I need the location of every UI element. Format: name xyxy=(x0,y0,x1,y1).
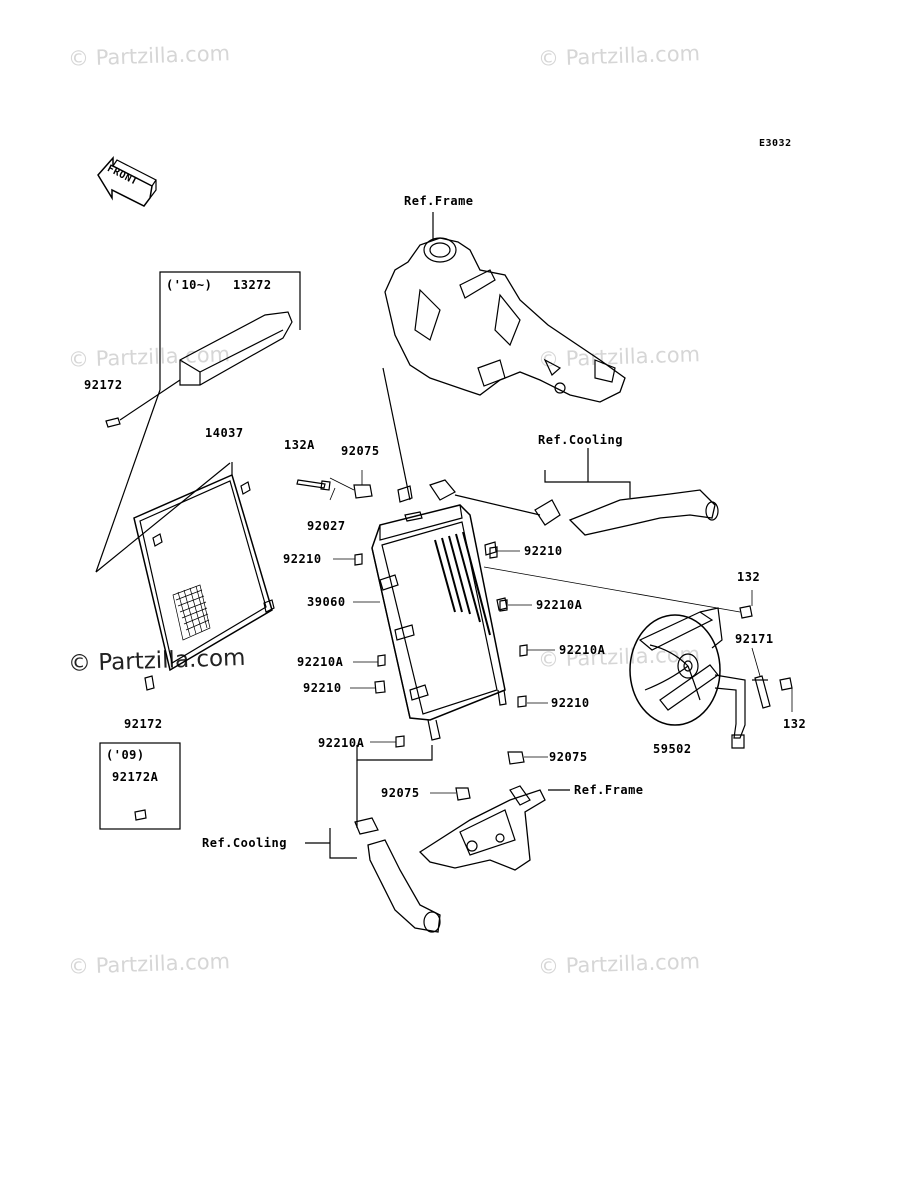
ref-frame-bottom: Ref.Frame xyxy=(574,783,644,797)
radiator-core xyxy=(371,479,508,741)
cooling-hose-bottom xyxy=(305,745,441,933)
radiator-screen xyxy=(95,389,275,691)
part-92210A-right1: 92210A xyxy=(536,598,583,612)
part-13272: 13272 xyxy=(233,278,272,292)
part-92210A-left2: 92210A xyxy=(318,736,365,750)
part-92075-right: 92075 xyxy=(549,750,588,764)
box-2009 xyxy=(99,742,181,830)
part-132-bottom: 132 xyxy=(783,717,807,731)
part-92075-top: 92075 xyxy=(341,444,380,458)
part-92171: 92171 xyxy=(735,632,774,646)
part-92210-right1: 92210 xyxy=(524,544,563,558)
part-39060: 39060 xyxy=(307,595,346,609)
ref-cooling-top: Ref.Cooling xyxy=(538,433,623,447)
frame-bottom xyxy=(418,785,570,871)
part-92210-right2: 92210 xyxy=(551,696,590,710)
fasteners xyxy=(296,479,793,801)
cooling-hose-top xyxy=(454,448,719,536)
bracket-box-2010 xyxy=(105,271,301,428)
part-132-top: 132 xyxy=(737,570,761,584)
fan-assembly xyxy=(629,607,771,749)
ref-cooling-bottom: Ref.Cooling xyxy=(202,836,287,850)
part-59502: 59502 xyxy=(653,742,692,756)
part-92172A: 92172A xyxy=(112,770,159,784)
ref-frame-top: Ref.Frame xyxy=(404,194,474,208)
part-92210-left1: 92210 xyxy=(283,552,322,566)
year-box-2010-label: ('10~) xyxy=(166,278,213,292)
leader-lines xyxy=(329,470,793,794)
part-92210A-left1: 92210A xyxy=(297,655,344,669)
part-92210A-right2: 92210A xyxy=(559,643,606,657)
part-92027: 92027 xyxy=(307,519,346,533)
part-92075-bottom: 92075 xyxy=(381,786,420,800)
part-132A: 132A xyxy=(284,438,315,452)
diagram-code: E3032 xyxy=(759,138,792,149)
part-14037: 14037 xyxy=(205,426,244,440)
part-92172-bottom: 92172 xyxy=(124,717,163,731)
frame-top xyxy=(382,212,626,501)
part-92210-left2: 92210 xyxy=(303,681,342,695)
year-box-2009-label: ('09) xyxy=(106,748,145,762)
part-92172-top: 92172 xyxy=(84,378,123,392)
front-arrow-icon xyxy=(97,156,157,207)
